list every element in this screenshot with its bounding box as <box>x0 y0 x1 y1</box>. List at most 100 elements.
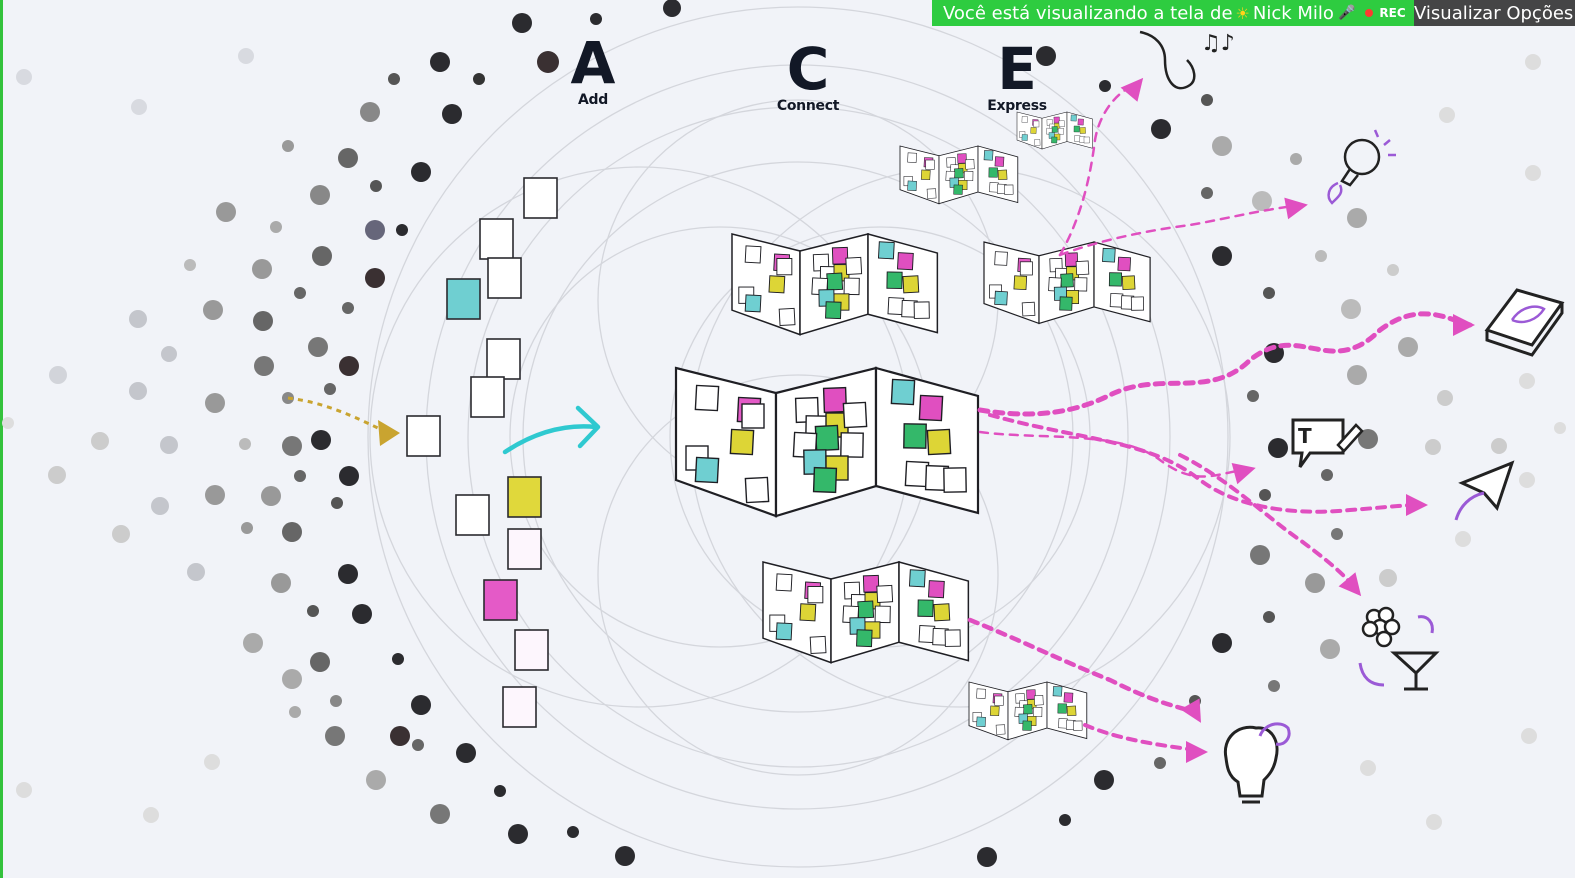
map-note <box>1060 273 1074 288</box>
svg-text:T: T <box>1298 424 1312 448</box>
express-path <box>988 413 1422 514</box>
map-note <box>1013 275 1028 291</box>
dot <box>187 563 205 581</box>
map-board <box>899 145 1019 205</box>
dot <box>1379 569 1397 587</box>
map-board <box>983 241 1151 325</box>
dot <box>388 73 400 85</box>
sun-icon: ☀ <box>1235 3 1250 23</box>
dot <box>282 436 302 456</box>
map-note <box>995 724 1006 735</box>
dot <box>1425 439 1441 455</box>
dot <box>1315 250 1327 262</box>
dot <box>282 140 294 152</box>
map-note <box>1021 301 1036 317</box>
dot <box>1331 528 1343 540</box>
pink-arrowhead-icon <box>1406 494 1428 516</box>
dot <box>241 522 253 534</box>
dot <box>1305 573 1325 593</box>
map-note <box>976 688 986 699</box>
dot <box>1347 208 1367 228</box>
map-note <box>845 256 863 276</box>
dot <box>1201 187 1213 199</box>
map-note <box>1022 720 1032 731</box>
saxophone-icon: ♫♪ <box>1139 30 1235 90</box>
map-note <box>1052 686 1063 697</box>
dot <box>160 436 178 454</box>
map-note <box>744 476 770 504</box>
dot <box>205 485 225 505</box>
map-note <box>825 301 842 320</box>
dot <box>663 0 681 17</box>
dot <box>238 48 254 64</box>
dot <box>1263 287 1275 299</box>
dot <box>254 356 274 376</box>
dot <box>16 782 32 798</box>
lightbulb-icon <box>1327 129 1396 205</box>
dot <box>590 13 602 25</box>
map-note <box>1058 128 1064 135</box>
dot <box>16 69 32 85</box>
map-note <box>1030 127 1037 134</box>
pink-arrowhead-icon <box>1186 741 1208 763</box>
map-note <box>842 401 868 429</box>
map-note <box>994 290 1008 306</box>
dot <box>307 605 319 617</box>
map-note <box>953 184 963 195</box>
dot <box>308 337 328 357</box>
dot <box>312 246 332 266</box>
dot <box>49 366 67 384</box>
dot <box>1247 390 1259 402</box>
pink-arrowhead-icon <box>1453 314 1475 336</box>
map-note <box>778 307 796 327</box>
note-card <box>479 218 514 260</box>
map-note <box>814 424 840 452</box>
map-note <box>1075 260 1090 276</box>
connect-map-boards <box>674 111 1151 741</box>
dot <box>184 259 196 271</box>
dot <box>243 633 263 653</box>
map-note <box>1102 247 1116 263</box>
dot <box>1398 337 1418 357</box>
map-note <box>926 428 952 456</box>
dot <box>1201 94 1213 106</box>
concentric-circles <box>367 6 1231 868</box>
dot <box>370 180 382 192</box>
map-note <box>1066 705 1077 717</box>
paper-plane-icon <box>1454 460 1515 521</box>
chat-bubble-icon: T <box>1291 418 1364 468</box>
dot <box>282 522 302 542</box>
map-note <box>877 241 895 260</box>
muted-mic-icon: 🎤 <box>1337 5 1356 21</box>
map-note <box>807 586 824 604</box>
note-card <box>502 686 537 728</box>
map-note <box>1033 695 1044 706</box>
dot <box>1154 757 1166 769</box>
dot <box>203 300 223 320</box>
map-note <box>925 159 935 170</box>
map-note <box>1058 120 1065 128</box>
dot <box>508 824 528 844</box>
view-options-button[interactable]: Visualizar Opções <box>1414 0 1575 26</box>
dot <box>270 221 282 233</box>
dot <box>331 497 343 509</box>
map-note <box>1064 252 1079 267</box>
map-note <box>1074 277 1088 292</box>
dot <box>294 287 306 299</box>
map-note <box>812 466 838 494</box>
note-card <box>523 177 558 219</box>
map-note <box>1083 136 1090 144</box>
dot <box>1320 639 1340 659</box>
dot <box>1151 119 1171 139</box>
map-note <box>1073 720 1083 731</box>
dot <box>1212 246 1232 266</box>
rec-label: REC <box>1379 6 1406 20</box>
dot <box>129 382 147 400</box>
dot <box>1439 107 1455 123</box>
map-note <box>857 600 875 619</box>
map-note <box>920 169 931 181</box>
map-board <box>731 233 939 336</box>
dot <box>131 99 147 115</box>
dot <box>216 202 236 222</box>
